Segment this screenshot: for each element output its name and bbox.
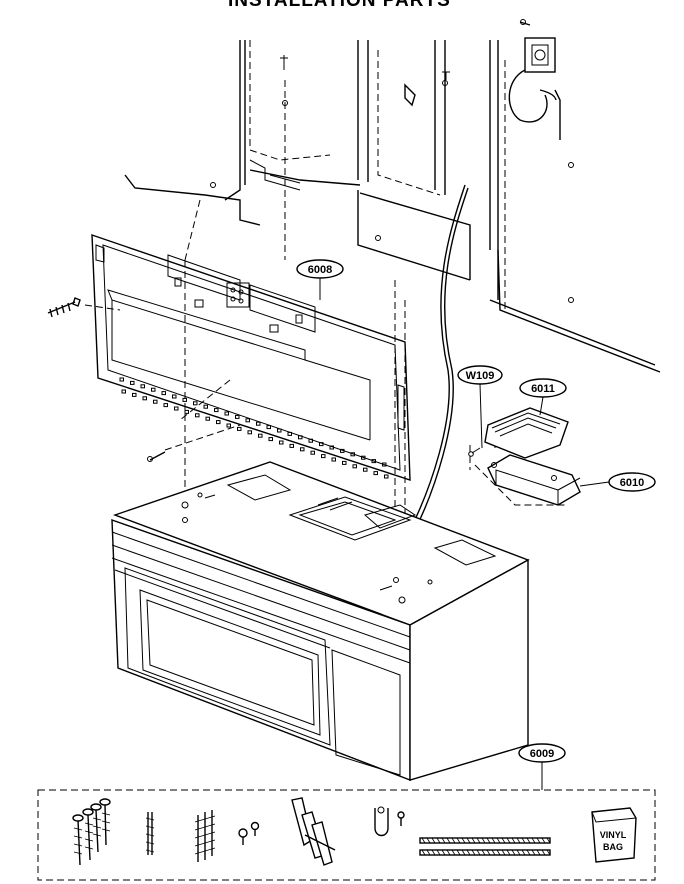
wall-screw-icon	[47, 297, 166, 462]
svg-text:W109: W109	[466, 370, 495, 382]
label-w109: W109	[457, 365, 503, 449]
long-screws-icon	[72, 798, 111, 866]
cord-clamp-icon	[374, 806, 405, 837]
tape-strip-icon	[419, 837, 551, 856]
power-outlet-icon	[508, 19, 557, 123]
wood-screws-icon	[194, 810, 216, 862]
svg-text:6009: 6009	[530, 748, 554, 760]
toggle-bolt-icon	[291, 797, 336, 866]
toggle-anchor-icon	[145, 812, 155, 855]
diagram-title: INSTALLATION PARTS	[228, 0, 451, 11]
label-6011: 6011	[519, 378, 567, 416]
svg-text:BAG: BAG	[603, 842, 623, 852]
microwave-oven	[111, 461, 530, 782]
alignment-lines	[84, 80, 565, 590]
svg-text:VINYL: VINYL	[600, 830, 627, 840]
label-6008: 6008	[296, 259, 344, 300]
svg-text:6008: 6008	[308, 264, 332, 276]
exhaust-adapter	[487, 454, 581, 506]
svg-text:6011: 6011	[531, 383, 555, 395]
parts-bag-box	[37, 789, 656, 881]
damper	[484, 407, 569, 459]
small-screw-icon	[238, 821, 260, 845]
vinyl-bag-icon: VINYL BAG	[591, 807, 637, 863]
mounting-plate	[91, 234, 411, 481]
svg-text:6010: 6010	[620, 477, 644, 489]
label-6010: 6010	[579, 472, 656, 492]
mounting-plate-hole-row	[119, 377, 389, 479]
power-cord	[399, 184, 466, 546]
cabinet-screw-icon	[210, 80, 574, 303]
wire-screw-icon	[468, 447, 481, 457]
wall-cabinets	[124, 40, 661, 373]
label-6009: 6009	[518, 743, 566, 790]
